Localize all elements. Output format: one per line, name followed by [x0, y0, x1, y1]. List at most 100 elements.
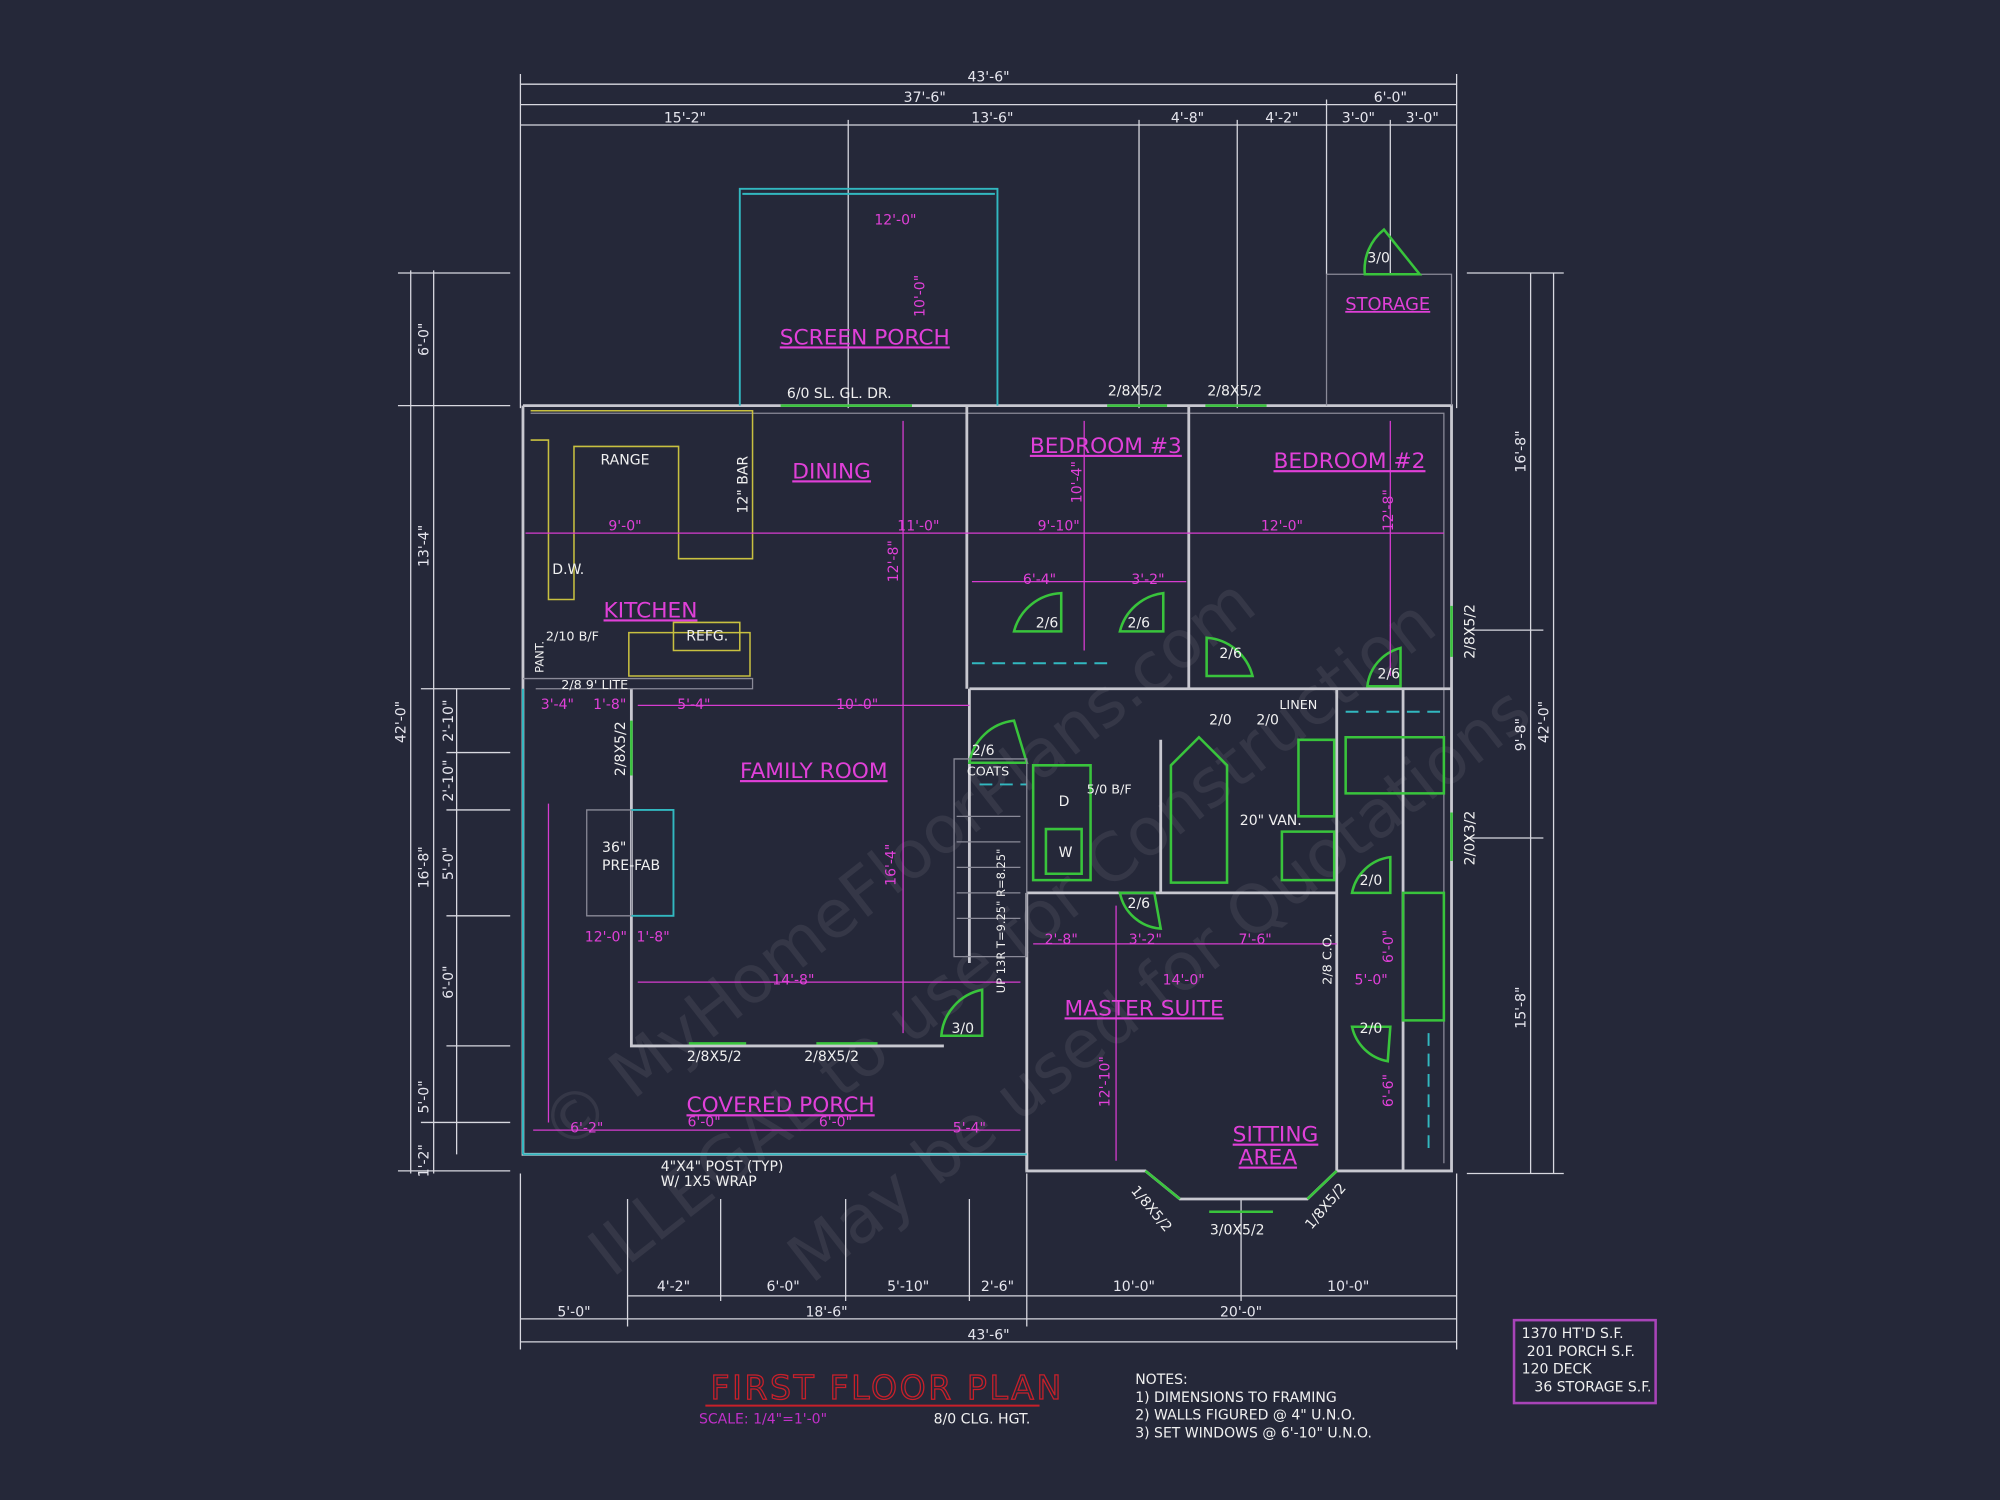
plan-title: FIRST FLOOR PLAN: [710, 1368, 1063, 1407]
dim-label: 1'-8": [636, 929, 669, 945]
dim-label: 20'-0": [1220, 1304, 1262, 1320]
dim-label: 12'-8": [886, 540, 902, 582]
fireplace-label: PRE-FAB: [602, 858, 660, 874]
dim-label: 5'-0": [557, 1304, 590, 1320]
dim-label: 9'-8": [1514, 718, 1530, 751]
window-label: 2/8X5/2: [1108, 383, 1163, 399]
door-label: 3/0: [952, 1021, 975, 1037]
dim-label: 14'-8": [772, 973, 814, 989]
room-label: BEDROOM #3: [1030, 434, 1182, 459]
note-item: 2) WALLS FIGURED @ 4" U.N.O.: [1135, 1408, 1356, 1424]
room-label: FAMILY ROOM: [740, 759, 888, 784]
title-block: FIRST FLOOR PLAN SCALE: 1/4"=1'-0" 8/0 C…: [699, 1368, 1063, 1428]
notes: NOTES: 1) DIMENSIONS TO FRAMING 2) WALLS…: [1135, 1372, 1372, 1442]
dim-label: 6'-6": [1381, 1074, 1397, 1107]
dryer-label: D: [1059, 794, 1070, 810]
note-item: 1) DIMENSIONS TO FRAMING: [1135, 1390, 1337, 1406]
dim-label: 16'-8": [417, 846, 433, 888]
room-dimensions: 12'-0" 10'-0" 9'-0" 11'-0" 9'-10" 12'-0"…: [541, 212, 1397, 1136]
room-label: DINING: [792, 459, 871, 484]
dim-label: 4'-2": [657, 1279, 690, 1295]
door-label: 2/0: [1256, 712, 1279, 728]
post-note: W/ 1X5 WRAP: [661, 1174, 757, 1190]
right-dimensions: 42'-0" 16'-8" 9'-8" 15'-8": [1466, 272, 1564, 1175]
room-labels: SCREEN PORCH DINING BEDROOM #3 BEDROOM #…: [604, 294, 1431, 1171]
window-label: 2/8X5/2: [1462, 604, 1478, 659]
dim-label: 10'-0": [913, 275, 929, 317]
fireplace-label: 36": [602, 840, 626, 856]
dim-label: 12'-0": [1261, 519, 1303, 535]
dim-label: 42'-0": [1536, 701, 1552, 743]
dim-label: 12'-8": [1381, 489, 1397, 531]
dim-label: 15'-2": [664, 110, 706, 126]
dim-label: 1'-2": [417, 1144, 433, 1177]
ceiling-height: 8/0 CLG. HGT.: [934, 1411, 1031, 1427]
dim-label: 12'-0": [585, 929, 627, 945]
dim-label: 1'-8": [593, 697, 626, 713]
dim-label: 42'-0": [394, 701, 410, 743]
area-summary-box: 1370 HT'D S.F. 201 PORCH S.F. 120 DECK 3…: [1512, 1318, 1657, 1405]
left-dimensions: 42'-0" 6'-0" 13'-4" 16'-8" 5'-0" 1'-2" 2…: [394, 270, 511, 1177]
note-item: 3) SET WINDOWS @ 6'-10" U.N.O.: [1135, 1425, 1372, 1441]
dim-label: 2'-6": [981, 1279, 1014, 1295]
dim-label: 18'-6": [805, 1304, 847, 1320]
room-label: BEDROOM #2: [1274, 449, 1426, 474]
bottom-dimensions: 43'-6" 5'-0" 18'-6" 20'-0" 4'-2" 6'-0" 5…: [519, 1173, 1458, 1350]
door-label: 2/0: [1360, 873, 1383, 889]
dim-label: 14'-0": [1163, 973, 1205, 989]
opening-label: 2/8 C.O.: [1321, 934, 1336, 985]
dim-label: 6'-0": [767, 1279, 800, 1295]
room-label: COVERED PORCH: [687, 1093, 875, 1118]
window-label: 2/8X5/2: [804, 1049, 859, 1065]
dim-label: 5'-10": [887, 1279, 929, 1295]
door-label: 5/0 B/F: [1087, 782, 1132, 797]
dim-label: 11'-0": [897, 519, 939, 535]
door-label: 2/6: [972, 743, 995, 759]
room-label: KITCHEN: [604, 598, 698, 623]
dim-label: 12'-10": [1098, 1056, 1114, 1107]
refrigerator-label: REFG.: [686, 628, 728, 644]
dim-label: 5'-4": [677, 697, 710, 713]
dim-label: 9'-0": [608, 519, 641, 535]
window-label: 1/8X5/2: [1302, 1181, 1349, 1233]
dim-label: 16'-8": [1514, 430, 1530, 472]
door-label: 3/0: [1367, 251, 1390, 267]
range-label: RANGE: [601, 452, 650, 468]
notes-heading: NOTES:: [1135, 1372, 1188, 1388]
post-note: 4"X4" POST (TYP): [661, 1159, 784, 1175]
dim-label: 3'-0": [1406, 110, 1439, 126]
dim-label: 3'-2": [1129, 932, 1162, 948]
dim-label: 4'-2": [1265, 110, 1298, 126]
dim-label: 13'-6": [971, 110, 1013, 126]
dim-label: 6'-0": [687, 1114, 720, 1130]
door-label: 2/0: [1209, 712, 1232, 728]
washer-label: W: [1059, 845, 1073, 861]
door-labels: 3/0 2/6 2/6 2/6 2/6 2/0 2/0 2/6 2/0 2/6 …: [952, 251, 1401, 1037]
window-label: 2/8X5/2: [687, 1049, 742, 1065]
room-label: AREA: [1239, 1146, 1298, 1171]
dishwasher-label: D.W.: [552, 562, 584, 578]
window-label: 2/8X5/2: [1207, 383, 1262, 399]
dim-label: 3'-0": [1342, 110, 1375, 126]
bar-label: 12" BAR: [735, 456, 751, 514]
dim-label: 5'-0": [441, 847, 457, 880]
dim-label: 16'-4": [883, 844, 899, 886]
dim-label: 10'-0": [1113, 1279, 1155, 1295]
pantry-label: PANT.: [532, 641, 546, 673]
dim-label: 10'-0": [1327, 1279, 1369, 1295]
dim-label: 5'-0": [417, 1080, 433, 1113]
dim-label: 4'-8": [1171, 110, 1204, 126]
door-label: 2/10 B/F: [546, 629, 599, 644]
top-dimensions: 43'-6" 37'-6" 6'-0" 15'-2" 13'-6" 4'-8" …: [519, 70, 1458, 409]
window-label: 6/0 SL. GL. DR.: [787, 386, 892, 402]
dim-label: 9'-10": [1038, 519, 1080, 535]
scale-label: SCALE: 1/4"=1'-0": [699, 1411, 827, 1427]
door-label: 2/6: [1378, 667, 1401, 683]
dim-label: 6'-2": [570, 1121, 603, 1137]
vanity-label: 20" VAN.: [1240, 813, 1302, 829]
door-label: 2/6: [1036, 616, 1059, 632]
dim-label: 12'-0": [874, 212, 916, 228]
room-label: MASTER SUITE: [1065, 996, 1224, 1021]
area-line: 120 DECK: [1522, 1362, 1593, 1378]
door-label: 2/6: [1128, 616, 1151, 632]
